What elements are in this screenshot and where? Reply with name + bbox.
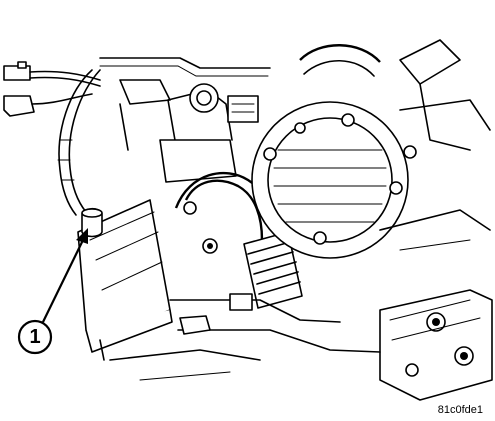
right-hoses (299, 39, 491, 251)
lower-frame (109, 293, 381, 381)
figure-code: 81c0fde1 (437, 404, 483, 416)
callout-1 (17, 228, 88, 355)
coolant-reservoir (77, 199, 173, 361)
callout-number: 1 (29, 326, 41, 348)
lower-right-bracket (379, 289, 493, 401)
wire-harness-left (57, 69, 101, 216)
corrugated-hose (243, 231, 303, 309)
round-cover (251, 101, 409, 259)
upper-frame (99, 57, 271, 151)
intake-elbow (159, 83, 278, 254)
left-connector (3, 61, 101, 117)
